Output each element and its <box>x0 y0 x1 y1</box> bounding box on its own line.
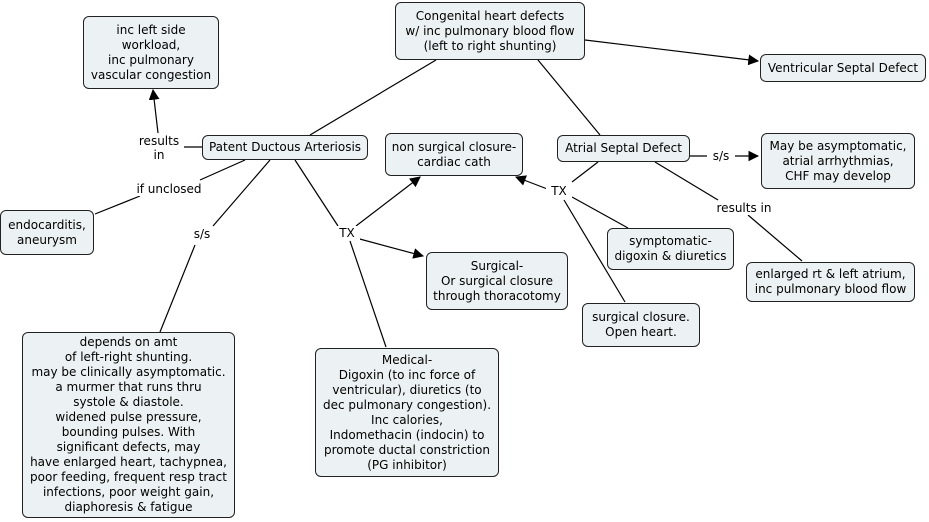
label-pda-ss: s/s <box>188 227 216 241</box>
node-endocarditis: endocarditis, aneurysm <box>0 210 94 255</box>
node-surgical-closure: Surgical- Or surgical closure through th… <box>426 252 568 310</box>
link-asd-tx <box>571 161 599 183</box>
node-atrial-septal-defect: Atrial Septal Defect <box>557 135 690 162</box>
node-ventricular-septal-defect: Ventricular Septal Defect <box>760 54 926 82</box>
link-tx-openheart <box>563 199 626 303</box>
link-congenital-pda <box>309 59 437 136</box>
label-pda-tx: TX <box>334 226 360 240</box>
link-ifunclosed-endocarditis <box>94 195 141 215</box>
node-symptomatic-treatment: symptomatic- digoxin & diuretics <box>607 228 734 270</box>
link-tx-medical <box>349 240 387 348</box>
link-asd-resultsin <box>654 161 719 201</box>
link-pda-ifunclosed <box>199 159 246 181</box>
node-congenital-heart-defects: Congenital heart defects w/ inc pulmonar… <box>395 2 585 60</box>
label-results-in: results in <box>134 134 184 162</box>
link-tx-symptomatic <box>571 196 629 229</box>
node-open-heart-closure: surgical closure. Open heart. <box>582 303 700 347</box>
link-ss-symptoms <box>159 244 196 333</box>
label-asd-tx: TX <box>546 184 572 198</box>
node-left-side-workload: inc left side workload, inc pulmonary va… <box>83 16 219 89</box>
link-tx-surgical <box>355 237 425 259</box>
link-tx-nonsurgical <box>355 176 421 227</box>
label-asd-results-in: results in <box>710 201 778 215</box>
node-patent-ductous-arteriosis: Patent Ductous Arteriosis <box>202 135 368 160</box>
link-congenital-asd <box>537 59 601 136</box>
node-pda-signs-symptoms: depends on amt of left-right shunting. m… <box>22 332 235 518</box>
node-asd-signs-symptoms: May be asymptomatic, atrial arrhythmias,… <box>761 133 915 189</box>
link-pda-tx <box>294 159 339 227</box>
link-resultsin-enlarged <box>747 214 803 262</box>
node-medical-treatment: Medical- Digoxin (to inc force of ventri… <box>315 348 499 477</box>
link-congenital-vsd <box>584 39 760 66</box>
label-if-unclosed: if unclosed <box>132 182 206 196</box>
node-enlarged-atrium: enlarged rt & left atrium, inc pulmonary… <box>746 262 915 302</box>
link-tx-nonsurgical-asd <box>514 175 551 191</box>
link-pda-ss <box>212 159 271 227</box>
link-resultsin-workload <box>148 88 160 134</box>
label-asd-ss: s/s <box>707 149 735 163</box>
node-non-surgical-closure: non surgical closure- cardiac cath <box>385 133 523 176</box>
